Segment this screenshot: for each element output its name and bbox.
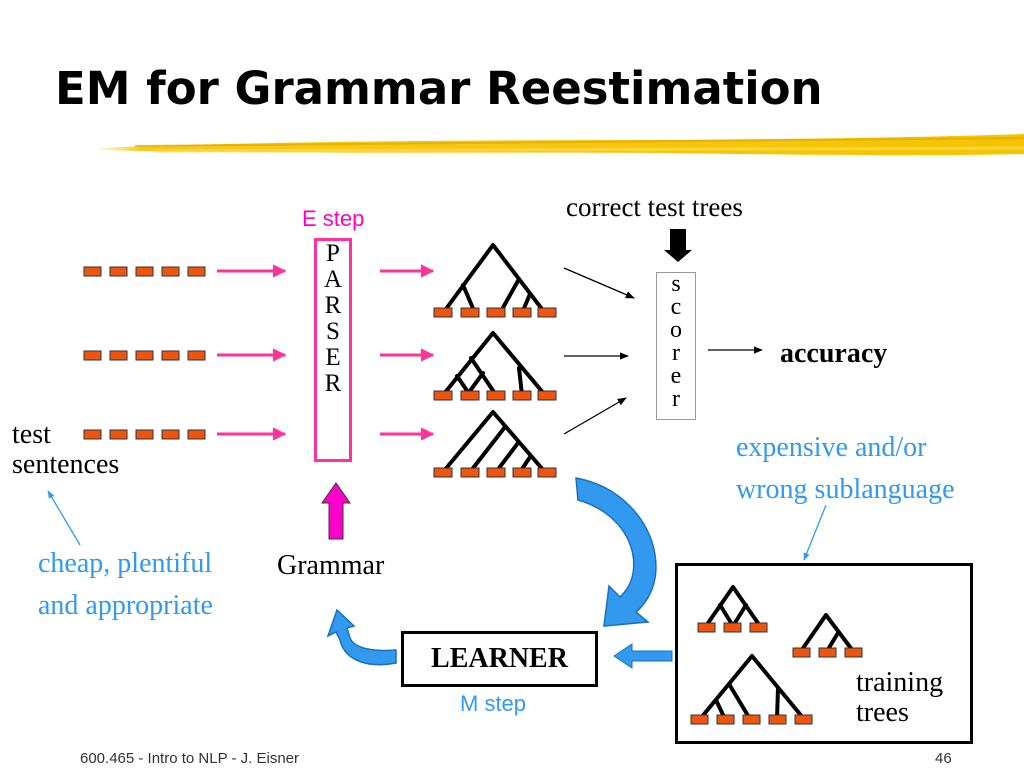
tree3-to-scorer-arrow	[563, 397, 627, 435]
parser-letter: P	[326, 240, 340, 267]
slide-title: EM for Grammar Reestimation	[55, 62, 823, 115]
scorer-letter: e	[670, 363, 682, 389]
training-label: training	[856, 667, 944, 698]
parser-letter: A	[323, 266, 343, 293]
sentence-row-1	[83, 266, 206, 277]
scorer-letter: r	[672, 386, 680, 412]
learner-to-grammar-arrow	[326, 608, 397, 666]
scorer-box: s c o r e r	[656, 272, 696, 420]
sentences-label: sentences	[12, 449, 120, 480]
parse-tree-2	[433, 331, 557, 401]
footer-text: 600.465 - Intro to NLP - J. Eisner	[80, 750, 300, 767]
parser-letter: R	[324, 292, 342, 319]
scorer-letter: s	[671, 271, 681, 297]
tree1-to-scorer-arrow	[563, 267, 635, 299]
sentence-row-3	[83, 429, 206, 440]
wrong-sublanguage-label: wrong sublanguage	[736, 474, 955, 505]
scorer-letter: o	[670, 317, 682, 343]
parser-letter: R	[324, 370, 342, 397]
scorer-letter: r	[672, 340, 680, 366]
page-number: 46	[935, 750, 952, 767]
cheap-pointer-arrow	[47, 490, 81, 546]
scorer-letter: c	[670, 294, 682, 320]
expensive-label: expensive and/or	[736, 432, 927, 463]
parser-box: P A R S E R	[314, 238, 352, 462]
test-label: test	[12, 419, 51, 450]
parser-letter: E	[325, 344, 341, 371]
expensive-pointer-arrow	[803, 504, 827, 561]
accuracy-label: accuracy	[780, 338, 888, 369]
correct-test-trees-label: correct test trees	[566, 192, 743, 222]
trees-to-learner-curved-arrow	[575, 477, 657, 627]
parser-letter: S	[326, 318, 340, 345]
training-to-learner-arrow	[613, 643, 673, 669]
sentence-row-2	[83, 350, 206, 361]
and-appropriate-label: and appropriate	[38, 590, 213, 621]
learner-box: LEARNER	[401, 631, 598, 687]
training-tree-2	[792, 613, 863, 658]
parse-tree-3	[433, 410, 557, 478]
training-tree-3	[690, 654, 813, 725]
training-tree-1	[697, 585, 768, 633]
m-step-label: M step	[460, 691, 527, 716]
e-step-label: E step	[302, 206, 365, 231]
grammar-to-parser-arrow	[321, 482, 351, 540]
title-highlight-stroke	[95, 134, 1024, 156]
training-trees-box	[675, 563, 973, 744]
parse-tree-1	[433, 243, 557, 318]
correct-trees-down-arrow	[664, 229, 692, 262]
cheap-plentiful-label: cheap, plentiful	[38, 548, 213, 579]
grammar-label: Grammar	[277, 550, 385, 581]
trees-label: trees	[856, 697, 909, 728]
